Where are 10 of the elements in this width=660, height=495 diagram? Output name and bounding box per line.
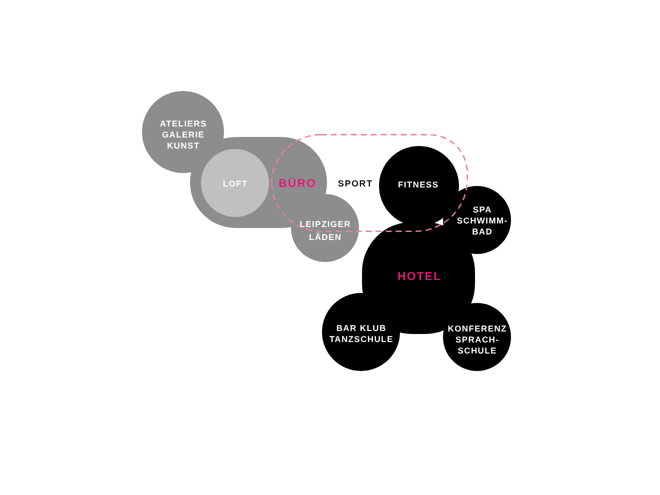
node-label: SPORT bbox=[337, 178, 373, 190]
node-label: KONFERENZ SPRACH-SCHULE bbox=[446, 324, 508, 356]
node-label: SPA SCHWIMM-BAD bbox=[456, 204, 509, 238]
node-label: LEIPZIGER LÄDEN bbox=[298, 218, 352, 244]
node-label: FITNESS bbox=[397, 180, 439, 190]
node-label: BAR KLUB TANZSCHULE bbox=[328, 323, 394, 345]
node-label: LOFT bbox=[222, 178, 248, 190]
node-label: BÜRO bbox=[278, 177, 316, 191]
node-label: ATELIERS GALERIE KUNST bbox=[158, 118, 208, 152]
node-label: HOTEL bbox=[396, 270, 442, 284]
